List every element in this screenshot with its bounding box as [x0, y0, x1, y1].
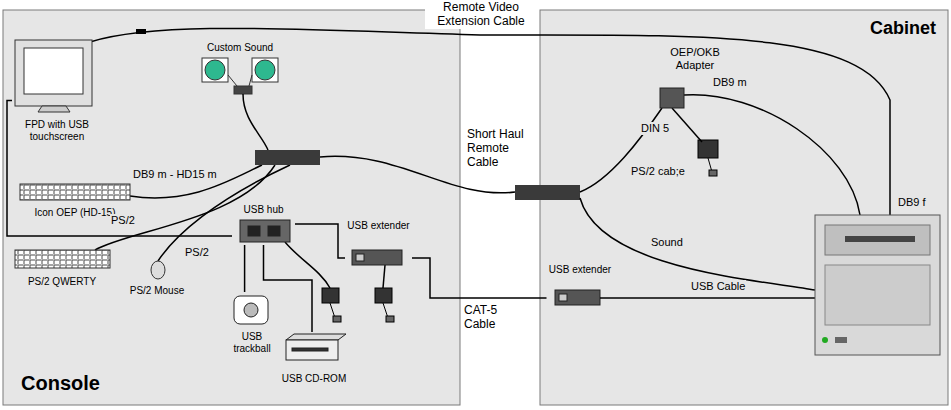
cable-label: DB9 f [897, 196, 927, 209]
cable-connector [412, 258, 547, 298]
region-panel: CabinetOEP/OKB AdapterUSB extender [540, 10, 948, 405]
cable-label: Short Haul Remote Cable [466, 128, 530, 169]
region-panel: Console FPD with USB touchscreen Custom So… [3, 10, 460, 405]
cable-label: PS/2 cab;e [630, 165, 686, 178]
usb-devices [234, 220, 600, 360]
device-name: USB extender [347, 220, 409, 232]
computer-unit [815, 215, 940, 355]
device-name: FPD with USB touchscreen [14, 119, 100, 142]
adapter-icon [660, 88, 684, 108]
cable-connector [7, 100, 232, 236]
device-name: USB extender [549, 264, 611, 276]
device-name: USB CD-ROM [282, 373, 346, 385]
cable-label: PS/2 [110, 214, 136, 227]
cable-label: PS/2 [184, 246, 210, 259]
cable-label: DB9 m [712, 76, 748, 89]
device-name: PS/2 QWERTY [28, 276, 96, 288]
device-name: Custom Sound [207, 42, 273, 54]
cable-connector [264, 245, 313, 332]
device-name: USB hub [243, 204, 283, 216]
device-label: USB extender [547, 262, 614, 310]
cable-label: DIN 5 [640, 122, 670, 135]
cable-label: Remote Video Extension Cable [425, 1, 537, 29]
device-label: Custom Sound [195, 40, 285, 98]
device-name: OEP/OKB Adapter [665, 46, 725, 71]
device-label: USB trackball [224, 292, 280, 354]
device-name: Icon OEP (HD-15) [35, 207, 116, 219]
device-name: USB trackball [228, 331, 276, 354]
speaker-icons [202, 58, 278, 150]
cable-connector [244, 245, 246, 292]
device-label: FPD with USB touchscreen [12, 38, 102, 142]
cable-label: CAT-5 Cable [462, 304, 512, 332]
region-heading: Console [21, 372, 100, 395]
video-cable [90, 28, 890, 215]
monitor-icon [15, 40, 92, 112]
region-heading: Cabinet [870, 18, 936, 39]
device-label: USB CD-ROM [278, 332, 350, 384]
cable-label: DB9 m - HD15 m [132, 168, 218, 181]
cable-label: Sound [650, 236, 684, 249]
device-name: PS/2 Mouse [130, 285, 184, 297]
console-wires [95, 156, 515, 288]
device-label: PS/2 Mouse [122, 259, 192, 296]
device-label: USB hub [232, 203, 295, 245]
cable-connector [295, 224, 345, 258]
cable-label: USB Cable [690, 280, 746, 293]
device-label: USB extender [345, 218, 412, 268]
switch-box [255, 150, 580, 200]
device-label: Icon OEP (HD-15) [15, 182, 135, 218]
device-label: PS/2 QWERTY [12, 248, 112, 287]
panel-ground [3, 10, 948, 405]
keyboard-icons [15, 184, 165, 279]
